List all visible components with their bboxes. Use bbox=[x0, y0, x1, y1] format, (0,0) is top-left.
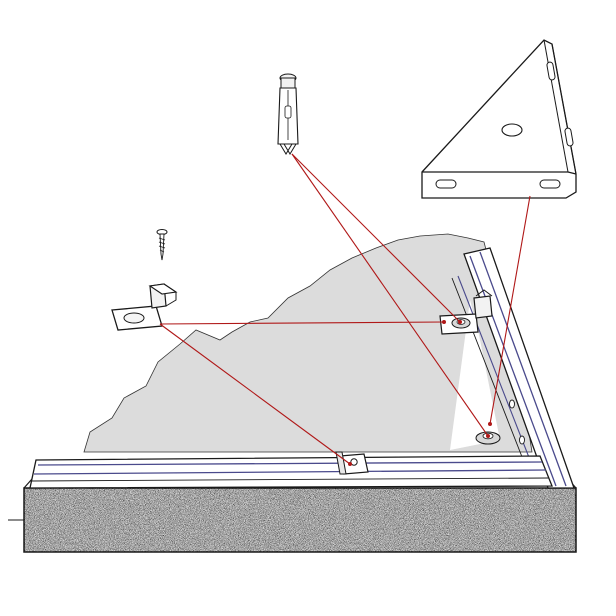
guide-line-corner bbox=[489, 195, 531, 425]
installed-bracket-upper bbox=[439, 289, 493, 335]
guide-line-bolt-lower bbox=[291, 153, 489, 437]
guide-line-bolt-upper bbox=[291, 153, 461, 323]
endpoint-bottom bbox=[348, 462, 352, 466]
guide-endpoints bbox=[348, 320, 492, 466]
guide-line-clip-lower bbox=[159, 323, 351, 465]
wood-screw bbox=[156, 229, 168, 261]
corner-angle-bracket bbox=[421, 39, 577, 199]
endpoint-upper bbox=[458, 320, 462, 324]
z-clip-bracket bbox=[111, 283, 178, 331]
endpoint-corner bbox=[488, 422, 492, 426]
guide-lines bbox=[159, 153, 531, 465]
concrete-slab bbox=[8, 469, 577, 553]
endpoint-clip bbox=[442, 320, 446, 324]
frame-rail-bottom bbox=[29, 455, 553, 489]
anchor-bolt bbox=[277, 73, 299, 155]
endpoint-lower bbox=[486, 434, 490, 438]
installed-bracket-bottom bbox=[335, 451, 369, 475]
stone-surface bbox=[83, 233, 533, 453]
guide-line-clip-upper bbox=[159, 321, 445, 325]
